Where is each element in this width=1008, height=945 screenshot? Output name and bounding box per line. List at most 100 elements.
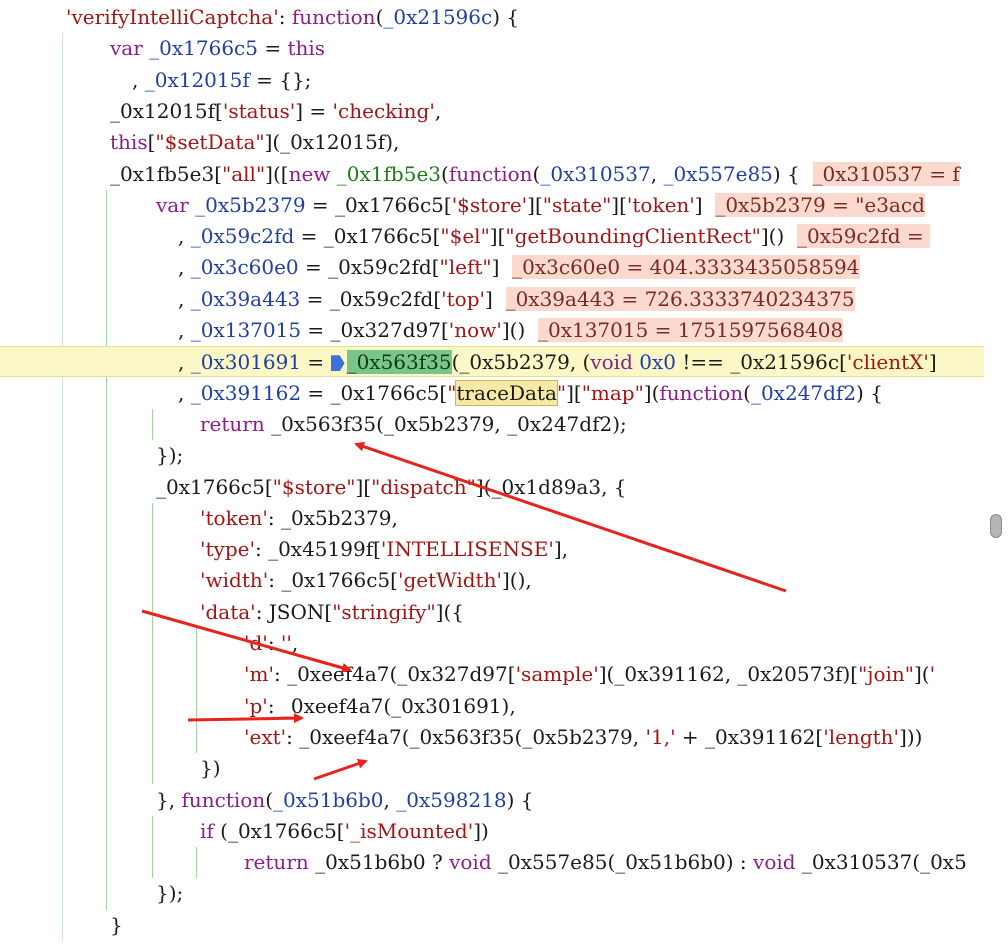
code-line[interactable]: 'p': _0xeef4a7(_0x301691), bbox=[0, 691, 984, 722]
code-token: ]({ bbox=[435, 599, 464, 624]
code-text: 'ext': _0xeef4a7(_0x563f35(_0x5b2379, '1… bbox=[244, 722, 922, 753]
code-token: ] bbox=[485, 286, 506, 311]
code-token: , bbox=[178, 318, 191, 342]
code-line[interactable]: 'data': JSON["stringify"]({ bbox=[0, 597, 984, 628]
code-token: : _0x5b2379, bbox=[267, 505, 398, 530]
code-text: 'verifyIntelliCaptcha': function(_0x2159… bbox=[66, 2, 519, 33]
code-line[interactable]: 'd': '', bbox=[0, 628, 984, 659]
code-line[interactable]: 'ext': _0xeef4a7(_0x563f35(_0x5b2379, '1… bbox=[0, 722, 984, 753]
code-line[interactable]: 'type': _0x45199f['INTELLISENSE'], bbox=[0, 534, 984, 565]
code-token: : _0xeef4a7(_0x327d97[ bbox=[273, 662, 516, 687]
vertical-scrollbar[interactable] bbox=[984, 0, 1008, 945]
code-token: , bbox=[434, 98, 442, 123]
code-token: ](), bbox=[501, 568, 532, 593]
breakpoint-marker-icon[interactable] bbox=[330, 355, 345, 372]
code-text: return _0x563f35(_0x5b2379, _0x247df2); bbox=[200, 409, 627, 440]
code-token: _0x12015f bbox=[144, 67, 250, 92]
code-token: = bbox=[257, 36, 288, 61]
code-text: , _0x59c2fd = _0x1766c5["$el"]["getBound… bbox=[178, 221, 931, 252]
code-line[interactable]: , _0x12015f = {}; bbox=[0, 65, 984, 96]
code-token: '$store' bbox=[451, 192, 528, 217]
code-token: " bbox=[556, 380, 567, 405]
code-line[interactable]: , _0x3c60e0 = _0x59c2fd["left"] _0x3c60e… bbox=[0, 252, 984, 283]
code-token: ( bbox=[441, 161, 449, 186]
inline-value-annotation: _0x310537 = f bbox=[812, 161, 960, 186]
code-token: , bbox=[178, 255, 191, 280]
code-token: 'getWidth' bbox=[397, 568, 502, 593]
indent-guide bbox=[196, 847, 197, 879]
code-token: _0x391162 bbox=[190, 380, 302, 405]
code-token: 'd' bbox=[244, 631, 268, 655]
code-token: _0x301691 bbox=[190, 350, 302, 375]
code-line[interactable]: }) bbox=[0, 753, 984, 784]
code-line[interactable]: , _0x39a443 = _0x59c2fd['top'] _0x39a443… bbox=[0, 284, 984, 315]
code-line[interactable]: , _0x59c2fd = _0x1766c5["$el"]["getBound… bbox=[0, 221, 984, 252]
code-line[interactable]: }); bbox=[0, 440, 984, 471]
code-token: '_isMounted' bbox=[344, 818, 474, 843]
code-token: , bbox=[650, 161, 664, 186]
code-token: ])) bbox=[899, 724, 923, 749]
code-token: ][ bbox=[566, 380, 582, 405]
code-line[interactable]: this["$setData"](_0x12015f), bbox=[0, 127, 984, 158]
code-text: }) bbox=[200, 753, 221, 784]
code-token: 'token' bbox=[200, 505, 268, 530]
code-line[interactable]: 'm': _0xeef4a7(_0x327d97['sample'](_0x39… bbox=[0, 659, 984, 690]
code-line[interactable]: _0x1fb5e3["all"]([new _0x1fb5e3(function… bbox=[0, 159, 984, 190]
code-token: ](_0x1d89a3, { bbox=[475, 474, 627, 499]
code-token: '' bbox=[280, 631, 292, 655]
code-token: void bbox=[753, 850, 802, 875]
code-token: (_0x5b2379, ( bbox=[451, 350, 591, 375]
code-text: var _0x5b2379 = _0x1766c5['$store']["sta… bbox=[156, 190, 925, 221]
code-line[interactable]: }, function(_0x51b6b0, _0x598218) { bbox=[0, 785, 984, 816]
code-text: }); bbox=[156, 878, 183, 909]
code-line[interactable]: } bbox=[0, 910, 984, 941]
code-line[interactable]: 'width': _0x1766c5['getWidth'](), bbox=[0, 565, 984, 596]
code-token: _0x247df2 bbox=[750, 380, 857, 405]
code-line[interactable]: _0x12015f['status'] = 'checking', bbox=[0, 96, 984, 127]
code-token: ( bbox=[375, 5, 384, 29]
code-text: }); bbox=[156, 440, 183, 471]
code-token: _0x39a443 bbox=[190, 286, 301, 311]
code-token: = bbox=[301, 350, 331, 375]
code-text: 'p': _0xeef4a7(_0x301691), bbox=[244, 691, 516, 722]
code-token: = _0x1766c5[ bbox=[305, 192, 452, 217]
code-token: ( bbox=[743, 380, 751, 405]
code-token: traceData bbox=[455, 379, 558, 406]
code-line[interactable]: var _0x1766c5 = this bbox=[0, 33, 984, 64]
code-line[interactable]: return _0x51b6b0 ? void _0x557e85(_0x51b… bbox=[0, 847, 984, 878]
scrollbar-thumb[interactable] bbox=[990, 514, 1002, 538]
code-token: ) { bbox=[772, 161, 813, 186]
current-execution-line[interactable]: , _0x301691 = _0x563f35(_0x5b2379, (void… bbox=[0, 346, 984, 378]
code-line[interactable]: var _0x5b2379 = _0x1766c5['$store']["sta… bbox=[0, 190, 984, 221]
code-line[interactable]: }); bbox=[0, 878, 984, 909]
code-line[interactable]: 'verifyIntelliCaptcha': function(_0x2159… bbox=[0, 2, 984, 33]
code-text: , _0x301691 = _0x563f35(_0x5b2379, (void… bbox=[178, 347, 943, 376]
code-token: ]( bbox=[643, 380, 660, 405]
code-text: 'token': _0x5b2379, bbox=[200, 503, 398, 534]
code-token: : bbox=[267, 631, 281, 655]
code-token: }) bbox=[200, 756, 221, 781]
code-token: this bbox=[110, 130, 148, 155]
code-line[interactable]: , _0x137015 = _0x327d97['now']() _0x1370… bbox=[0, 315, 984, 346]
code-token: ]([ bbox=[265, 161, 289, 186]
code-token: = _0x1766c5[ bbox=[294, 224, 441, 249]
code-line[interactable]: if (_0x1766c5['_isMounted']) bbox=[0, 816, 984, 847]
source-code-panel[interactable]: 'verifyIntelliCaptcha': function(_0x2159… bbox=[0, 0, 984, 945]
code-token: "$el" bbox=[440, 224, 490, 249]
code-line[interactable]: _0x1766c5["$store"]["dispatch"](_0x1d89a… bbox=[0, 472, 984, 503]
code-line[interactable]: , _0x391162 = _0x1766c5["traceData"]["ma… bbox=[0, 378, 984, 409]
code-token: function bbox=[291, 5, 376, 29]
code-token: : bbox=[278, 5, 292, 29]
code-line[interactable]: 'token': _0x5b2379, bbox=[0, 503, 984, 534]
code-text: , _0x391162 = _0x1766c5["traceData"]["ma… bbox=[178, 378, 883, 409]
code-token: _0x1766c5 bbox=[149, 36, 258, 61]
code-token: ) { bbox=[856, 380, 883, 405]
code-token: 'now' bbox=[448, 318, 502, 342]
code-text: , _0x3c60e0 = _0x59c2fd["left"] _0x3c60e… bbox=[178, 252, 860, 283]
code-token: _0x5b2379 bbox=[195, 192, 306, 217]
code-token: function bbox=[181, 787, 266, 812]
code-line[interactable]: return _0x563f35(_0x5b2379, _0x247df2); bbox=[0, 409, 984, 440]
code-token: "left" bbox=[439, 255, 492, 280]
code-token: "getBoundingClientRect" bbox=[505, 224, 761, 249]
code-text: 'type': _0x45199f['INTELLISENSE'], bbox=[200, 534, 568, 565]
